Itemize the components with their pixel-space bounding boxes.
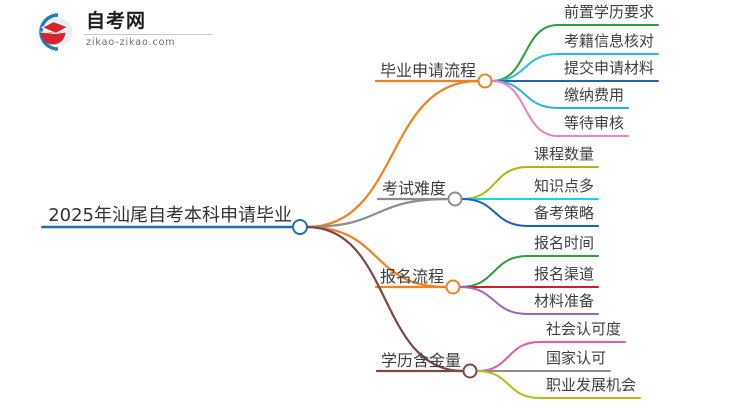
connector-line [305,225,448,289]
mindmap-branch-node-4[interactable]: 学历含金量 [380,351,461,370]
connector-line [491,80,559,109]
mindmap-leaf-node-4-3[interactable]: 职业发展机会 [546,376,637,394]
mindmap-branch-handle-3[interactable] [445,279,461,295]
mindmap-root-node[interactable]: 2025年汕尾自考本科申请毕业 [48,205,292,226]
mindmap-leaf-node-4-2[interactable]: 国家认可 [546,349,607,367]
connector-line [461,166,529,200]
connector-line [459,286,529,315]
connector-line [461,198,529,227]
mindmap-branch-handle-2[interactable] [447,191,463,207]
connector-line [459,255,529,288]
connector-line [491,80,559,137]
mindmap-leaf-node-2-1[interactable]: 课程数量 [534,145,595,163]
mindmap-leaf-node-2-2[interactable]: 知识点多 [534,177,595,195]
mindmap-leaf-node-2-3[interactable]: 备考策略 [534,204,595,222]
mindmap-branch-node-1[interactable]: 毕业申请流程 [379,61,476,80]
graduation-book-icon [38,13,73,51]
mindmap-branch-handle-1[interactable] [477,73,493,89]
connector-line [305,225,465,373]
mindmap-leaf-node-3-3[interactable]: 材料准备 [534,292,595,310]
logo-site-name: 自考网 [86,10,147,32]
connector-line [491,53,559,82]
site-logo[interactable]: 自考网 zikao-zikao.com [28,8,218,56]
mindmap-leaf-node-1-3[interactable]: 提交申请材料 [564,59,655,77]
mindmap-branch-node-3[interactable]: 报名流程 [379,267,444,286]
connector-line [305,197,450,229]
mindmap-leaf-node-1-1[interactable]: 前置学历要求 [564,3,655,21]
mindmap-leaf-node-4-1[interactable]: 社会认可度 [546,320,622,338]
mindmap-root-handle[interactable] [292,219,308,235]
connector-line [476,341,541,372]
mindmap-leaf-node-1-4[interactable]: 缴纳费用 [564,86,625,104]
mindmap-leaf-node-1-5[interactable]: 等待审核 [564,114,625,132]
connector-line [491,24,559,82]
logo-site-url: zikao-zikao.com [86,37,176,48]
mindmap-leaf-node-1-2[interactable]: 考籍信息核对 [564,32,655,50]
logo-divider [84,34,212,35]
mindmap-leaf-node-3-1[interactable]: 报名时间 [534,234,595,252]
mindmap-branch-node-2[interactable]: 考试难度 [381,179,446,198]
mindmap-leaf-node-3-2[interactable]: 报名渠道 [534,265,595,283]
connector-line [305,79,480,229]
mindmap-branch-handle-4[interactable] [462,363,478,379]
connector-line [476,370,541,399]
